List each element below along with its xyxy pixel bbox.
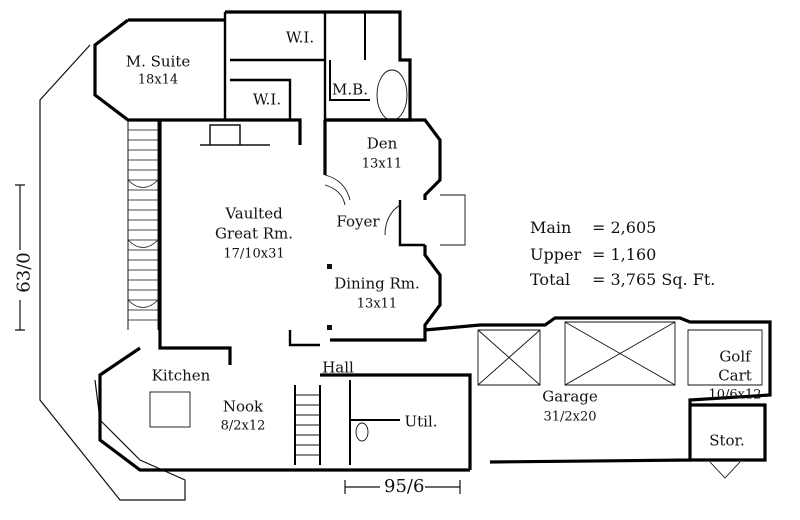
garage-wall — [424, 316, 772, 464]
master-suite-wall — [93, 18, 302, 145]
utility-name: Util. — [404, 412, 438, 431]
den-name: Den — [366, 134, 398, 153]
storage-name: Stor. — [709, 431, 745, 450]
nook-name: Nook — [222, 397, 264, 416]
den-door-swing — [324, 174, 351, 206]
fireplace — [200, 124, 270, 146]
column — [327, 325, 332, 330]
area-total-label: Total — [530, 270, 571, 289]
foyer-door-swing — [384, 204, 401, 236]
deck-arcs — [127, 179, 159, 308]
kitchen-name: Kitchen — [151, 366, 211, 385]
dining-name: Dining Rm. — [334, 274, 420, 293]
garage-bay-2 — [564, 321, 676, 386]
area-upper: Upper = 1,160 — [530, 245, 656, 264]
dining-wall — [330, 245, 442, 342]
area-main-value: = 2,605 — [592, 218, 657, 237]
width-dimension-line — [344, 480, 461, 494]
walk-in-closet-1: W.I. — [285, 28, 315, 47]
dining-size: 13x11 — [356, 296, 398, 312]
column — [327, 264, 332, 269]
nook-size: 8/2x12 — [220, 418, 266, 434]
storage-door — [709, 461, 741, 479]
bathtub — [376, 69, 408, 121]
width-dimension: 95/6 — [384, 476, 425, 497]
util-inner — [349, 380, 400, 465]
master-suite-name: M. Suite — [125, 52, 191, 71]
area-upper-label: Upper — [530, 245, 582, 264]
porch-rail — [127, 120, 159, 330]
area-total: Total = 3,765 Sq. Ft. — [530, 270, 715, 289]
hall-wall — [288, 330, 320, 347]
area-main-label: Main — [530, 218, 572, 237]
golf-cart-line1: Golf — [719, 347, 751, 366]
bath-walls — [329, 12, 370, 101]
great-room-line1: Vaulted — [225, 204, 283, 223]
hall-name: Hall — [322, 358, 354, 377]
garage-bay-1 — [477, 329, 541, 386]
master-bath: M.B. — [332, 80, 368, 99]
kitchen-wall — [158, 320, 232, 365]
foyer-wall — [398, 200, 425, 247]
garage-bay-3 — [687, 329, 763, 386]
den-size: 13x11 — [361, 156, 403, 172]
garage-name: Garage — [542, 387, 598, 406]
deck-railing-hatch — [128, 129, 158, 321]
area-upper-value: = 1,160 — [592, 245, 657, 264]
area-total-value: = 3,765 Sq. Ft. — [592, 270, 716, 289]
util-wall — [320, 373, 472, 470]
walk-in-walls — [223, 12, 327, 120]
toilet — [355, 422, 369, 442]
depth-dimension-line — [15, 184, 25, 331]
master-suite-size: 18x14 — [137, 72, 179, 88]
walk-in-closet-2: W.I. — [252, 90, 282, 109]
kitchen-bay-wall — [98, 346, 470, 472]
great-room-line2: Great Rm. — [214, 224, 294, 243]
area-main: Main = 2,605 — [530, 218, 656, 237]
storage-wall — [690, 403, 767, 462]
golf-cart-line2: Cart — [718, 366, 752, 385]
kitchen-island — [149, 391, 191, 428]
foyer-name: Foyer — [336, 212, 380, 231]
garage-size: 31/2x20 — [543, 409, 597, 425]
golf-cart-size: 10/6x12 — [708, 387, 762, 403]
great-room-size: 17/10x31 — [223, 246, 285, 262]
stair-treads — [295, 394, 320, 456]
den-wall — [323, 118, 442, 200]
deck-outline — [39, 44, 186, 501]
entry-porch — [440, 194, 466, 246]
depth-dimension: 63/0 — [13, 252, 35, 293]
